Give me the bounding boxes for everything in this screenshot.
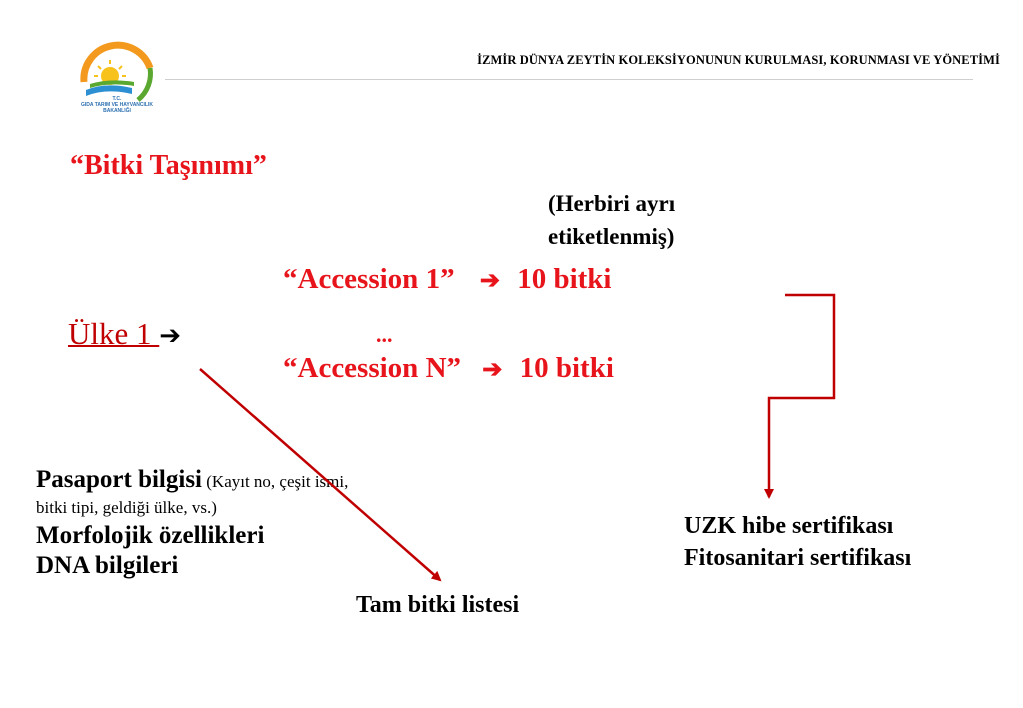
accession-1-row: “Accession 1” ➔ 10 bitki bbox=[283, 263, 611, 296]
header-title: İZMİR DÜNYA ZEYTİN KOLEKSİYONUNUN KURULM… bbox=[477, 53, 1000, 67]
certificates-block: UZK hibe sertifikası Fitosanitari sertif… bbox=[684, 510, 911, 574]
full-plant-list-label: Tam bitki listesi bbox=[356, 592, 520, 618]
accession-n-label: “Accession N” bbox=[283, 352, 462, 384]
labeling-note: (Herbiri ayrı etiketlenmiş) bbox=[548, 187, 675, 253]
slide-title: “Bitki Taşınımı” bbox=[70, 150, 267, 181]
accessions-to-certificates-arrow bbox=[764, 293, 836, 499]
passport-info-detail-2: bitki tipi, geldiği ülke, vs.) bbox=[36, 498, 217, 517]
arrow-right-icon: ➔ bbox=[159, 321, 182, 350]
arrow-right-icon: ➔ bbox=[479, 268, 500, 294]
note-line-1: (Herbiri ayrı bbox=[548, 191, 676, 216]
ministry-logo: T.C. GIDA TARIM VE HAYVANCILIK BAKANLIĞI bbox=[76, 38, 158, 116]
logo-line-2: GIDA TARIM VE HAYVANCILIK bbox=[81, 102, 153, 108]
passport-info-label: Pasaport bilgisi bbox=[36, 466, 202, 493]
plant-info-block: Pasaport bilgisi (Kayıt no, çeşit ismi, … bbox=[36, 466, 456, 580]
logo-line-3: BAKANLIĞI bbox=[103, 108, 131, 114]
arrow-right-icon: ➔ bbox=[482, 357, 503, 383]
accession-1-label: “Accession 1” bbox=[283, 263, 455, 295]
accession-n-count: 10 bitki bbox=[519, 352, 614, 384]
logo-emblem-icon bbox=[80, 41, 154, 102]
accession-1-count: 10 bitki bbox=[517, 263, 612, 295]
morphology-label: Morfolojik özellikleri bbox=[36, 522, 265, 549]
country-to-list-arrow bbox=[199, 368, 442, 582]
logo-line-1: T.C. bbox=[112, 96, 122, 102]
note-line-2: etiketlenmiş) bbox=[548, 224, 675, 249]
header-divider bbox=[165, 79, 973, 80]
country-label: Ülke 1 bbox=[68, 316, 160, 351]
dna-label: DNA bilgileri bbox=[36, 552, 179, 579]
phytosanitary-certificate-label: Fitosanitari sertifikası bbox=[684, 545, 912, 571]
ellipsis: ... bbox=[376, 322, 393, 347]
accession-n-row: “Accession N” ➔ 10 bitki bbox=[283, 352, 614, 385]
uzk-certificate-label: UZK hibe sertifikası bbox=[684, 513, 894, 539]
country-row: Ülke 1 ➔ bbox=[68, 316, 181, 352]
passport-info-detail: (Kayıt no, çeşit ismi, bbox=[202, 472, 349, 491]
